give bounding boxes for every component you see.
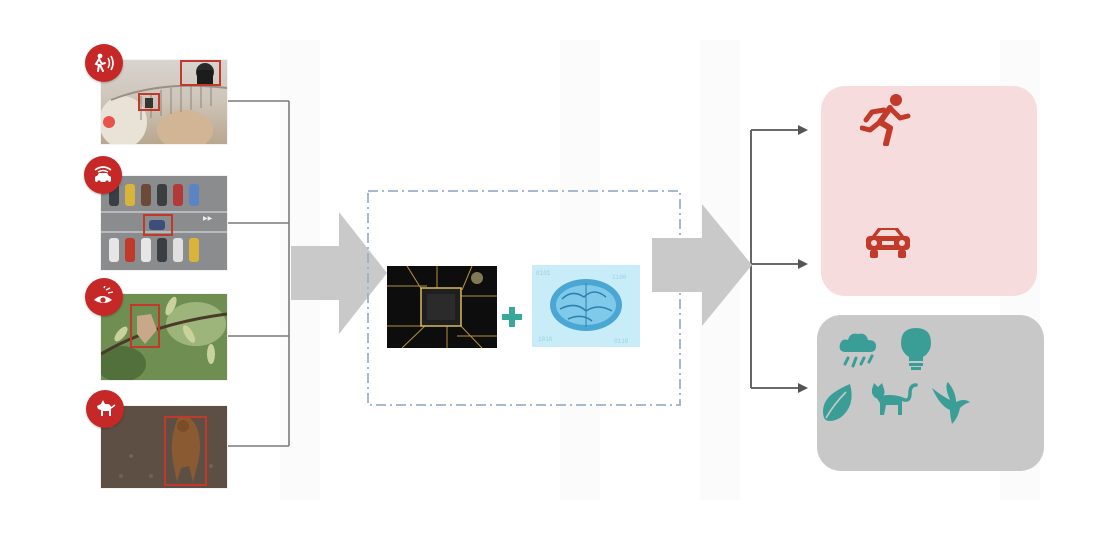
leaf-icon	[820, 382, 856, 424]
input-image-vehicle: ▶▶	[101, 176, 227, 270]
detection-box	[180, 60, 221, 86]
badge-intrusion	[85, 44, 123, 82]
brain-image: 0101 1100 1010 0110	[532, 265, 640, 347]
running-person-icon	[860, 92, 912, 146]
svg-text:0110: 0110	[614, 338, 629, 345]
flow-arrow-output	[652, 204, 756, 326]
intruder-alarm-icon	[92, 52, 116, 74]
bird-icon	[930, 380, 974, 426]
car-icon	[862, 224, 914, 262]
digital-brain-illustration: 0101 1100 1010 0110	[532, 265, 640, 347]
alert-output-panel	[821, 86, 1037, 296]
detection-box	[143, 214, 173, 236]
plus-icon	[500, 305, 524, 329]
badge-nature	[85, 278, 123, 316]
detection-box	[164, 416, 207, 486]
svg-text:1010: 1010	[538, 336, 553, 343]
svg-text:1100: 1100	[612, 274, 627, 281]
detection-box	[138, 93, 160, 111]
rain-icon	[836, 330, 880, 370]
bird-watch-icon	[92, 286, 116, 308]
badge-vehicle	[84, 156, 122, 194]
circuit-chip-illustration	[387, 266, 497, 348]
svg-text:0101: 0101	[536, 270, 551, 277]
svg-text:▶▶: ▶▶	[203, 216, 213, 222]
dog-icon	[93, 398, 117, 420]
cat-icon	[866, 381, 918, 423]
chip-image	[387, 266, 497, 348]
bulb-icon	[898, 326, 934, 372]
detection-box	[130, 304, 160, 348]
badge-animal	[86, 390, 124, 428]
car-signal-icon	[91, 164, 115, 186]
